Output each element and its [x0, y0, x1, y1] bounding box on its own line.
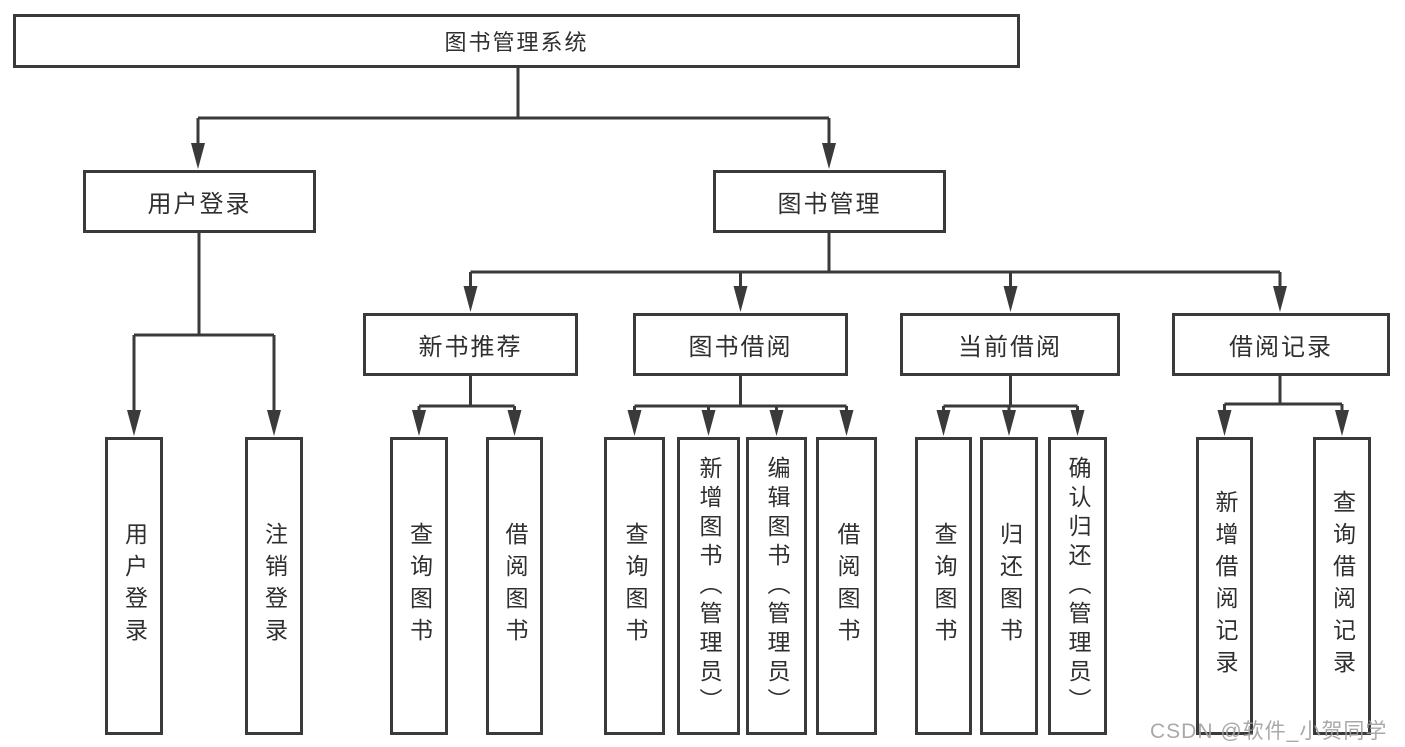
- node-query-books-2: 查询图书: [604, 437, 665, 735]
- node-borrow-records: 借阅记录: [1172, 313, 1390, 376]
- node-logout-action: 注销登录: [245, 437, 303, 735]
- node-borrow-books-1: 借阅图书: [486, 437, 543, 735]
- node-query-books-3: 查询图书: [915, 437, 972, 735]
- node-add-borrow-record: 新增借阅记录: [1196, 437, 1253, 735]
- node-query-borrow-record: 查询借阅记录: [1313, 437, 1371, 735]
- node-new-book-recommend: 新书推荐: [363, 313, 578, 376]
- node-query-books-1: 查询图书: [390, 437, 448, 735]
- node-borrow-books-2: 借阅图书: [816, 437, 877, 735]
- node-current-borrow: 当前借阅: [900, 313, 1120, 376]
- node-confirm-return-admin: 确认归还（管理员）: [1048, 437, 1107, 735]
- node-add-books-admin: 新增图书（管理员）: [677, 437, 740, 735]
- node-return-books: 归还图书: [980, 437, 1038, 735]
- node-user-login-action: 用户登录: [105, 437, 163, 735]
- node-edit-books-admin: 编辑图书（管理员）: [746, 437, 807, 735]
- node-root: 图书管理系统: [13, 14, 1020, 68]
- node-user-login: 用户登录: [83, 170, 316, 233]
- node-book-management: 图书管理: [713, 170, 946, 233]
- csdn-watermark: CSDN @软件_小贺同学: [1150, 720, 1388, 743]
- node-book-borrow: 图书借阅: [633, 313, 848, 376]
